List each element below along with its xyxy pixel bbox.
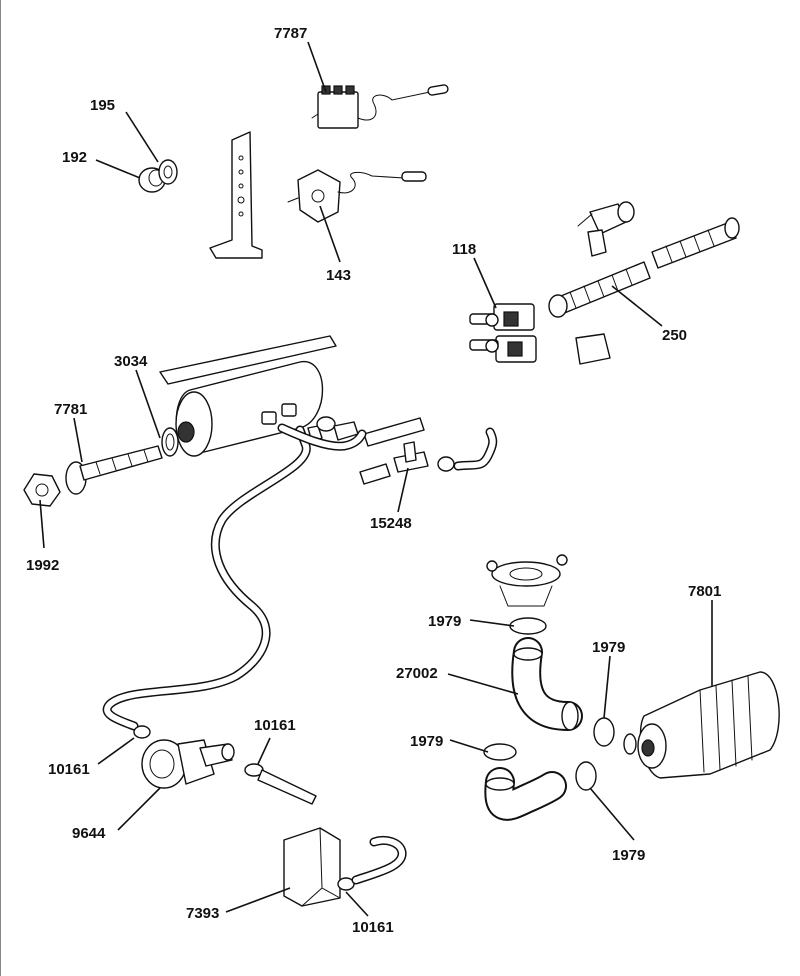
label-10161-c: 10161	[352, 919, 394, 936]
part-9644-pump[interactable]	[141, 739, 235, 789]
label-27002: 27002	[396, 665, 438, 682]
elbow-hose-lower[interactable]	[484, 767, 567, 821]
part-1979-clamp-b[interactable]	[593, 717, 615, 747]
part-7801-circulation-pump[interactable]	[623, 671, 780, 779]
label-1992: 1992	[26, 557, 59, 574]
part-7781-heating-element[interactable]	[65, 445, 163, 495]
part-195-washer[interactable]	[158, 159, 178, 185]
part-27002-elbow-hose[interactable]	[511, 637, 583, 731]
part-7393-filter-box[interactable]	[283, 827, 341, 907]
label-10161-b: 10161	[48, 761, 90, 778]
label-118: 118	[452, 241, 476, 258]
label-250: 250	[662, 327, 687, 344]
label-3034: 3034	[114, 353, 148, 370]
part-10161-clamp-a[interactable]	[133, 725, 151, 739]
hose-clip[interactable]	[575, 333, 611, 365]
part-15248-t-connector[interactable]	[393, 427, 498, 473]
elbow-hose-small[interactable]	[351, 835, 407, 885]
hose-fittings[interactable]	[307, 416, 425, 485]
page-left-edge	[0, 0, 1, 976]
part-250-hose[interactable]	[548, 217, 740, 318]
part-7787-thermostat[interactable]	[311, 84, 449, 129]
leader-lines	[39, 41, 713, 917]
part-1979-clamp-c[interactable]	[483, 743, 517, 761]
part-1979-clamp-a[interactable]	[509, 617, 547, 635]
part-1979-clamp-d[interactable]	[575, 761, 597, 791]
label-1979-d: 1979	[612, 847, 645, 864]
label-192: 192	[62, 149, 87, 166]
label-9644: 9644	[72, 825, 106, 842]
part-labels: 7787 195 192 143 118 250 3034 7781 1992 …	[26, 25, 721, 936]
mounting-bracket[interactable]	[209, 131, 263, 259]
part-118-solenoid-valve[interactable]	[469, 303, 537, 363]
water-pipe[interactable]	[102, 423, 367, 731]
pump-cover[interactable]	[486, 554, 568, 607]
y-fitting[interactable]	[577, 201, 635, 257]
label-143: 143	[326, 267, 351, 284]
part-3034-gasket[interactable]	[161, 427, 179, 457]
label-10161-a: 10161	[254, 717, 296, 734]
part-143-thermostat[interactable]	[287, 169, 427, 223]
label-195: 195	[90, 97, 115, 114]
label-7781: 7781	[54, 401, 87, 418]
label-7787: 7787	[274, 25, 307, 42]
label-1979-c: 1979	[410, 733, 443, 750]
part-1992-flange[interactable]	[23, 473, 61, 507]
label-7393: 7393	[186, 905, 219, 922]
label-15248: 15248	[370, 515, 412, 532]
label-1979-b: 1979	[592, 639, 625, 656]
label-7801: 7801	[688, 583, 721, 600]
label-1979-a: 1979	[428, 613, 461, 630]
short-hose[interactable]	[257, 769, 317, 805]
